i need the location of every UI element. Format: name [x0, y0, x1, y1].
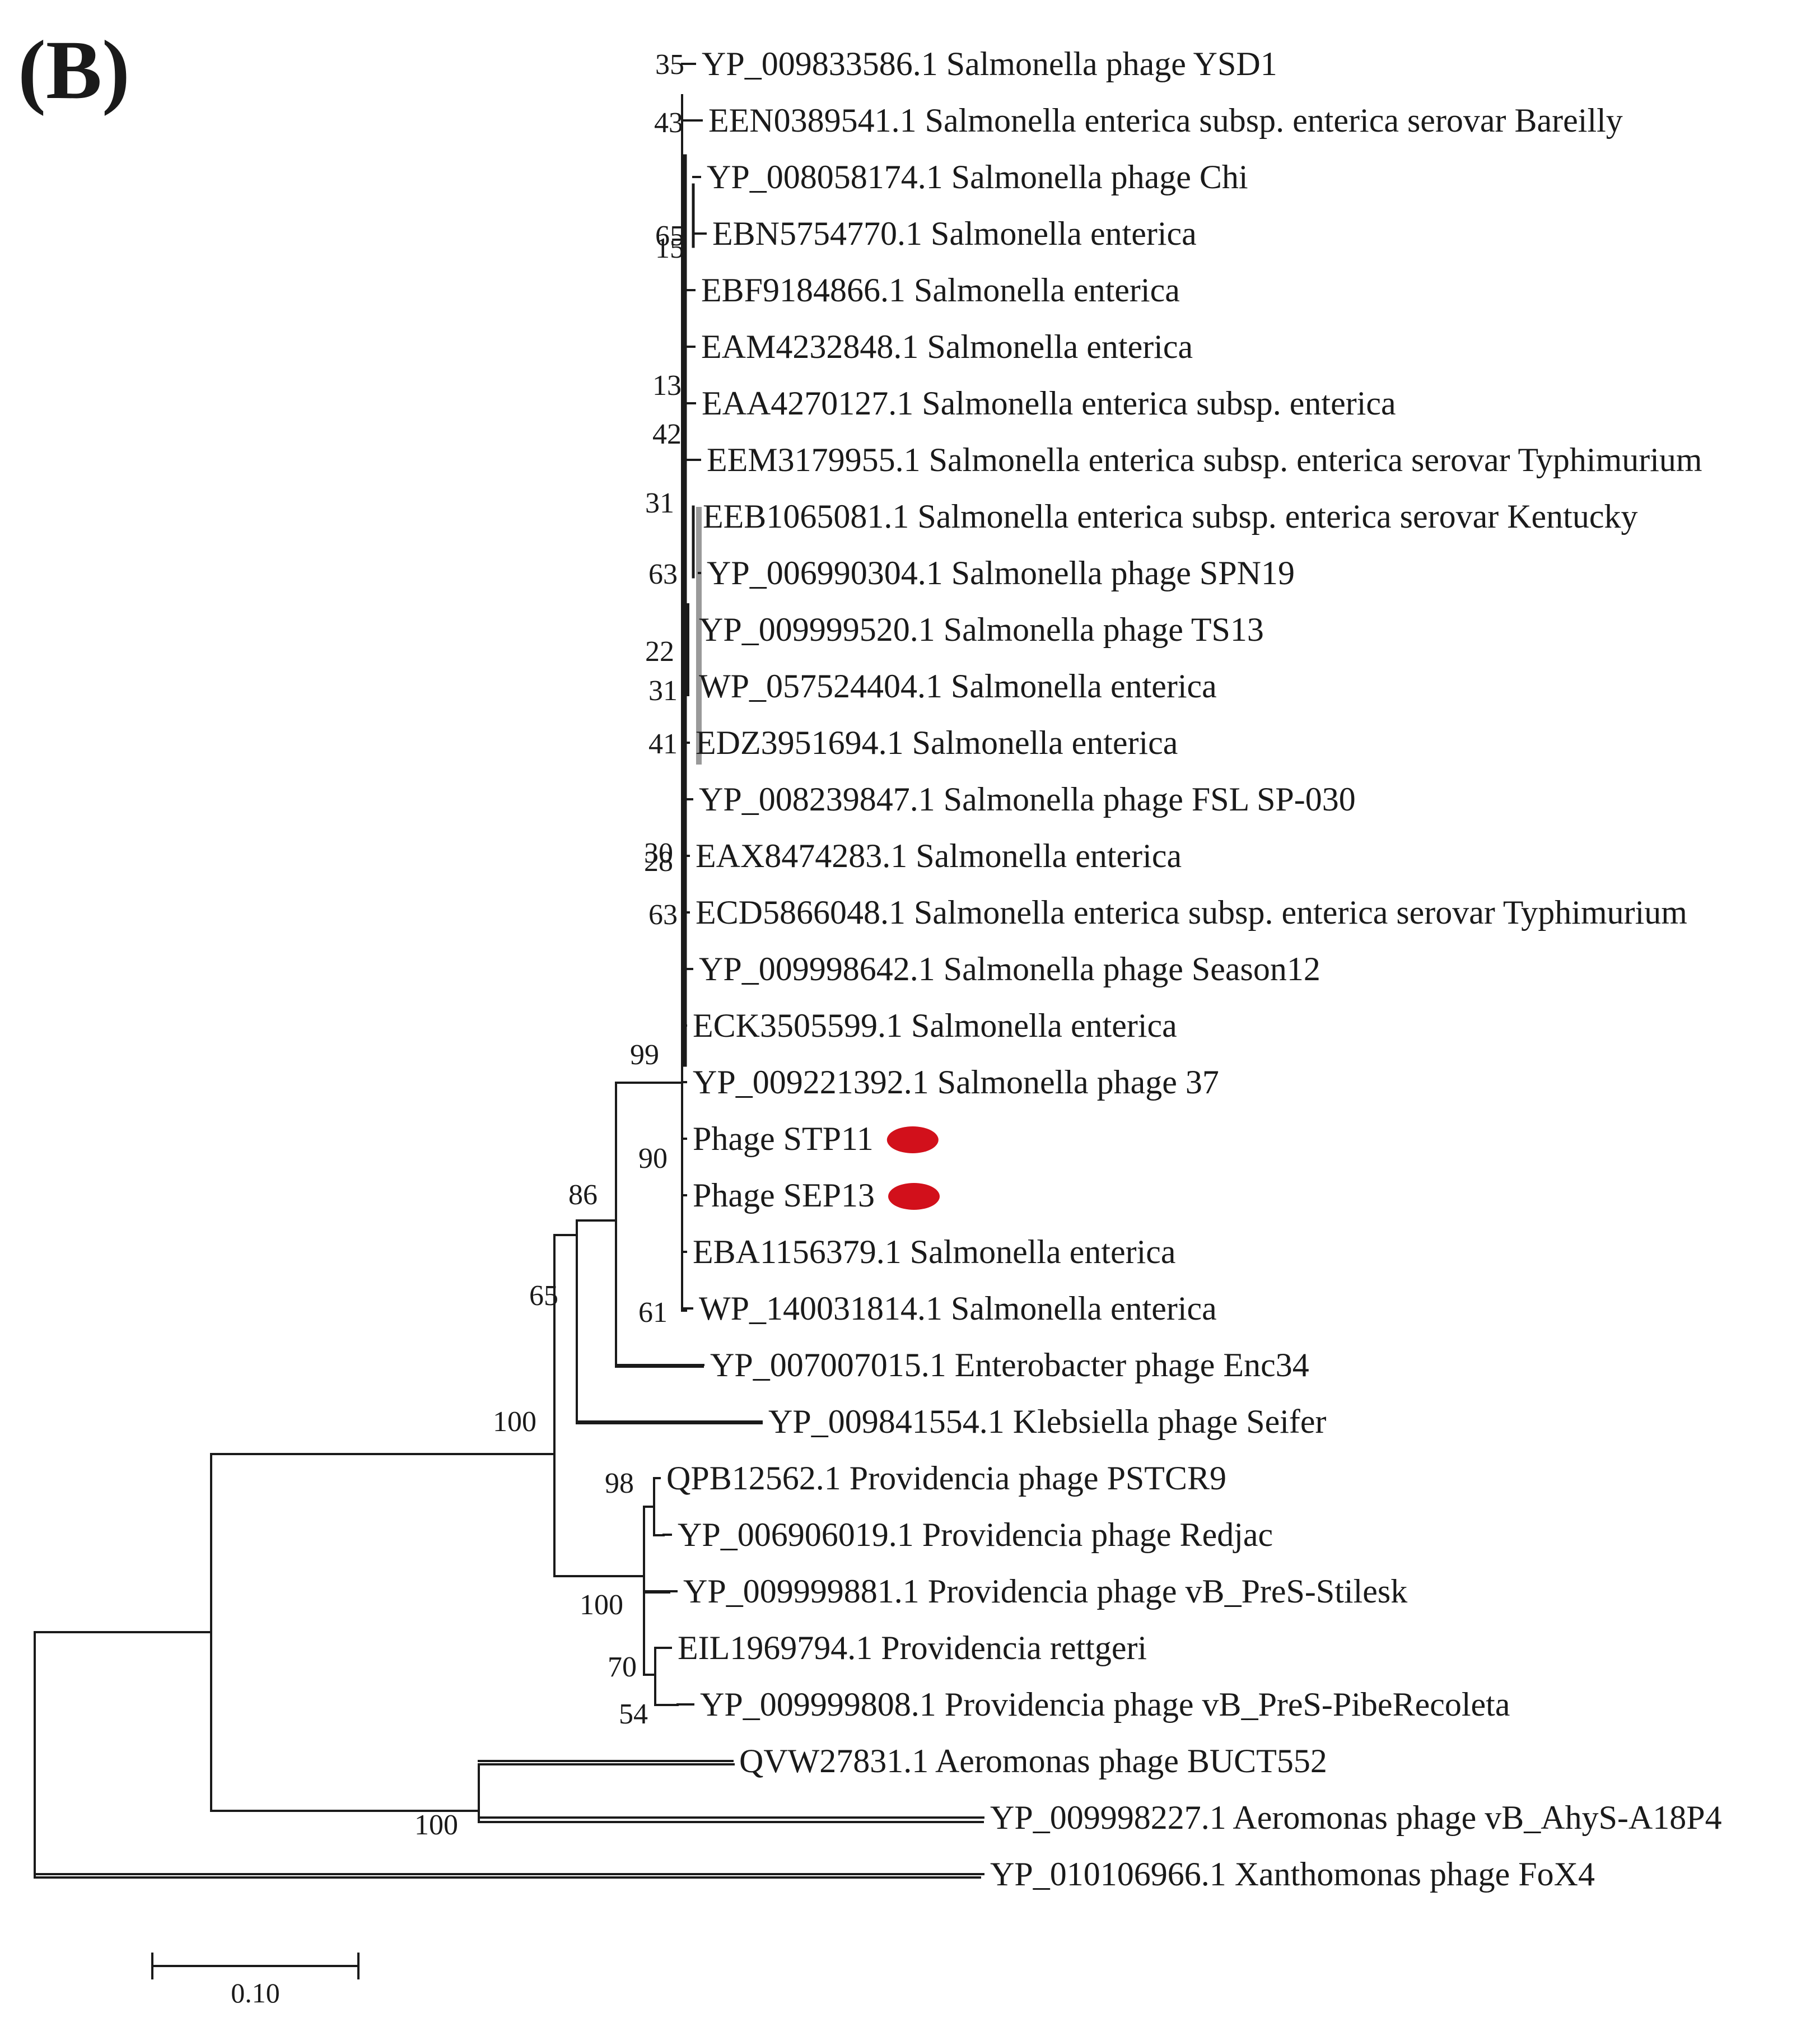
leaf-label: YP_009999520.1 Salmonella phage TS13 [699, 611, 1264, 648]
bootstrap-value: 41 [648, 728, 678, 760]
leaf-label: YP_009999808.1 Providencia phage vB_PreS… [700, 1686, 1510, 1723]
bootstrap-value: 100 [493, 1406, 536, 1438]
leaf-label: YP_009998642.1 Salmonella phage Season12 [699, 951, 1320, 987]
leaf-label: Phage STP11 [693, 1120, 874, 1157]
leaf-label: YP_006906019.1 Providencia phage Redjac [678, 1516, 1273, 1553]
leaf-label: YP_006990304.1 Salmonella phage SPN19 [707, 555, 1295, 591]
bootstrap-value: 28 [644, 846, 673, 878]
highlight-markers [886, 1126, 940, 1210]
bootstrap-value: 43 [654, 107, 683, 139]
bootstrap-value: 15 [655, 232, 684, 264]
leaf-label: QPB12562.1 Providencia phage PSTCR9 [666, 1460, 1226, 1497]
leaf-label: YP_010106966.1 Xanthomonas phage FoX4 [990, 1856, 1595, 1893]
bootstrap-value: 30 [644, 837, 673, 869]
bootstrap-value: 13 [652, 370, 682, 402]
bootstrap-labels: 3543651513423163223141302863999086616510… [414, 49, 684, 1841]
bootstrap-value: 90 [638, 1143, 668, 1175]
bootstrap-value: 42 [652, 418, 682, 450]
leaf-label: YP_009999881.1 Providencia phage vB_PreS… [683, 1573, 1407, 1610]
leaf-label: EDZ3951694.1 Salmonella enterica [696, 724, 1178, 761]
leaf-label: EEB1065081.1 Salmonella enterica subsp. … [703, 498, 1637, 535]
bootstrap-value: 65 [655, 220, 684, 252]
panel-label: (B) [18, 24, 130, 117]
leaf-label: ECK3505599.1 Salmonella enterica [693, 1007, 1177, 1044]
leaf-label: YP_009833586.1 Salmonella phage YSD1 [702, 45, 1277, 82]
leaf-label: EEN0389541.1 Salmonella enterica subsp. … [708, 102, 1623, 139]
bootstrap-value: 22 [645, 636, 674, 668]
bootstrap-value: 31 [648, 675, 678, 707]
bootstrap-value: 100 [580, 1589, 623, 1621]
leaf-label: Phage SEP13 [693, 1177, 875, 1214]
bootstrap-value: 54 [619, 1698, 648, 1730]
highlight-marker [886, 1126, 939, 1153]
leaf-label: WP_057524404.1 Salmonella enterica [699, 668, 1217, 705]
leaf-label: EBA1156379.1 Salmonella enterica [693, 1233, 1176, 1270]
bootstrap-value: 70 [608, 1651, 637, 1683]
bootstrap-value: 63 [648, 558, 678, 590]
bootstrap-value: 65 [529, 1280, 558, 1312]
bootstrap-value: 31 [645, 487, 674, 519]
leaf-label: QVW27831.1 Aeromonas phage BUCT552 [739, 1743, 1327, 1779]
leaf-label: ECD5866048.1 Salmonella enterica subsp. … [696, 894, 1687, 931]
scale-bar-label: 0.10 [231, 1977, 280, 2009]
leaf-label: YP_008058174.1 Salmonella phage Chi [707, 159, 1248, 195]
bootstrap-value: 61 [638, 1297, 668, 1329]
leaf-label: YP_008239847.1 Salmonella phage FSL SP-0… [699, 781, 1356, 818]
leaf-label: YP_009998227.1 Aeromonas phage vB_AhyS-A… [990, 1799, 1722, 1836]
tree-branches [34, 94, 984, 1879]
bootstrap-value: 99 [630, 1039, 659, 1071]
bootstrap-value: 100 [414, 1809, 458, 1841]
leaf-label: YP_007007015.1 Enterobacter phage Enc34 [710, 1347, 1309, 1383]
leaf-label: WP_140031814.1 Salmonella enterica [699, 1290, 1217, 1327]
leaf-label: EEM3179955.1 Salmonella enterica subsp. … [707, 441, 1702, 478]
bootstrap-value: 98 [605, 1467, 634, 1499]
leaf-label: EAX8474283.1 Salmonella enterica [696, 837, 1182, 874]
leaf-labels: YP_009833586.1 Salmonella phage YSD1EEN0… [666, 45, 1722, 1893]
bootstrap-value: 86 [568, 1179, 598, 1211]
leaf-label: YP_009841554.1 Klebsiella phage Seifer [768, 1403, 1326, 1440]
bootstrap-value: 35 [655, 49, 684, 81]
leaf-label: EBN5754770.1 Salmonella enterica [712, 215, 1197, 252]
scale-bar: 0.10 [151, 1953, 360, 2009]
leaf-stubs [34, 63, 984, 1875]
leaf-label: EBF9184866.1 Salmonella enterica [701, 272, 1180, 309]
leaf-label: EIL1969794.1 Providencia rettgeri [678, 1629, 1147, 1666]
highlight-marker [888, 1183, 940, 1210]
leaf-label: EAM4232848.1 Salmonella enterica [701, 328, 1193, 365]
leaf-label: YP_009221392.1 Salmonella phage 37 [693, 1064, 1219, 1101]
leaf-label: EAA4270127.1 Salmonella enterica subsp. … [702, 385, 1396, 422]
bootstrap-value: 63 [648, 899, 678, 931]
